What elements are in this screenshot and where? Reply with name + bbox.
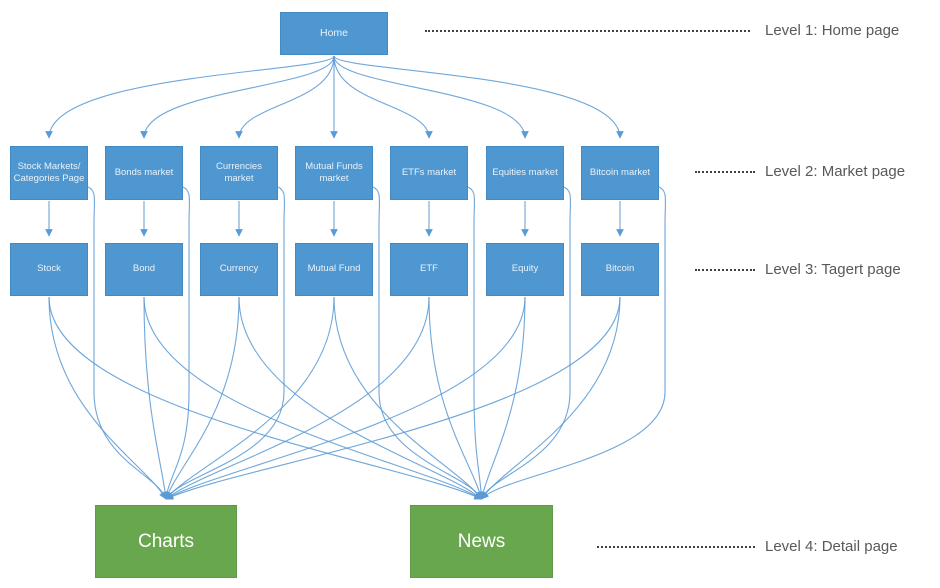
node-target-bitcoin: Bitcoin — [581, 243, 659, 296]
node-market-currencies: Currencies market — [200, 146, 278, 200]
node-market-etfs: ETFs market — [390, 146, 468, 200]
node-target-currency: Currency — [200, 243, 278, 296]
node-market-equities: Equities market — [486, 146, 564, 200]
dotted-leader-level-1 — [425, 30, 750, 32]
dotted-leader-level-2 — [695, 171, 755, 173]
node-market-stock-categories: Stock Markets/ Categories Page — [10, 146, 88, 200]
node-target-etf: ETF — [390, 243, 468, 296]
annotation-level-3: Level 3: Tagert page — [765, 261, 901, 278]
dotted-leader-level-4 — [597, 546, 755, 548]
node-market-bitcoin: Bitcoin market — [581, 146, 659, 200]
node-market-mutual-funds: Mutual Funds market — [295, 146, 373, 200]
node-detail-news: News — [410, 505, 553, 578]
annotation-level-2: Level 2: Market page — [765, 163, 906, 180]
node-home: Home — [280, 12, 388, 55]
annotation-level-1: Level 1: Home page — [765, 22, 900, 39]
annotation-level-4: Level 4: Detail page — [765, 538, 898, 555]
node-target-equity: Equity — [486, 243, 564, 296]
node-market-bonds: Bonds market — [105, 146, 183, 200]
dotted-leader-level-3 — [695, 269, 755, 271]
node-detail-charts: Charts — [95, 505, 237, 578]
node-target-mutual-fund: Mutual Fund — [295, 243, 373, 296]
node-target-bond: Bond — [105, 243, 183, 296]
node-target-stock: Stock — [10, 243, 88, 296]
